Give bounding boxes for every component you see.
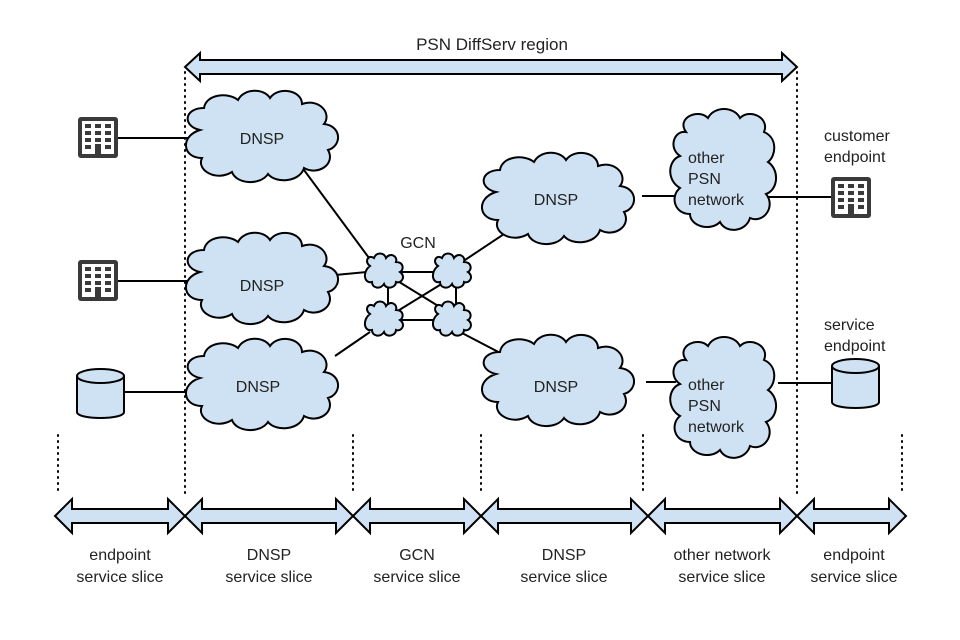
slice-label: endpoint bbox=[89, 547, 151, 564]
slice-label: service slice bbox=[373, 569, 460, 586]
slice-label: DNSP bbox=[542, 547, 586, 564]
cloud-label: PSN bbox=[688, 171, 721, 188]
gcn-label: GCN bbox=[400, 235, 436, 252]
slice-separators bbox=[57, 71, 903, 496]
dnsp-cloud-mid-left: DNSP bbox=[184, 231, 340, 326]
building-icon bbox=[78, 117, 118, 158]
cloud-label: DNSP bbox=[534, 192, 578, 209]
psn-diffserv-region-arrow bbox=[183, 50, 799, 84]
cloud-label: network bbox=[688, 192, 745, 209]
service-endpoint-label: service bbox=[824, 317, 875, 334]
cloud-label: network bbox=[688, 419, 745, 436]
cloud-label: other bbox=[688, 377, 725, 394]
slice-arrow bbox=[479, 496, 650, 536]
slice-label: service slice bbox=[76, 569, 163, 586]
slice-labels: endpoint service slice DNSP service slice GC… bbox=[76, 547, 897, 586]
dnsp-cloud-top-left: DNSP bbox=[184, 89, 340, 184]
slice-label: DNSP bbox=[247, 547, 291, 564]
slice-label: service slice bbox=[678, 569, 765, 586]
link bbox=[303, 169, 373, 263]
slice-arrows bbox=[53, 496, 908, 536]
cloud-label: DNSP bbox=[240, 131, 284, 148]
customer-endpoint-label: customer bbox=[824, 128, 890, 145]
gcn-link bbox=[395, 279, 449, 313]
slice-arrow bbox=[351, 496, 483, 536]
other-psn-cloud-bot: other PSN network bbox=[669, 336, 778, 459]
cloud-label: other bbox=[688, 150, 725, 167]
other-psn-cloud-top: other PSN network bbox=[669, 108, 778, 231]
region-label: PSN DiffServ region bbox=[416, 35, 568, 54]
connections bbox=[118, 137, 832, 393]
slice-label: service slice bbox=[810, 569, 897, 586]
cloud-label: PSN bbox=[688, 398, 721, 415]
dnsp-cloud-bot-left: DNSP bbox=[184, 337, 340, 432]
gcn-node bbox=[363, 252, 404, 289]
building-icon bbox=[78, 260, 118, 301]
slice-arrow bbox=[795, 496, 908, 536]
building-icon bbox=[831, 177, 871, 218]
cloud-label: DNSP bbox=[240, 278, 284, 295]
slice-label: service slice bbox=[520, 569, 607, 586]
gcn-node bbox=[431, 300, 472, 337]
link bbox=[334, 271, 368, 276]
cloud-label: DNSP bbox=[534, 379, 578, 396]
slice-label: endpoint bbox=[823, 547, 885, 564]
slice-label: service slice bbox=[225, 569, 312, 586]
gcn-node bbox=[431, 252, 472, 289]
slice-arrow bbox=[53, 496, 187, 536]
service-endpoint-label: endpoint bbox=[824, 338, 886, 355]
link bbox=[334, 331, 371, 357]
database-icon bbox=[831, 358, 880, 409]
dnsp-cloud-top-right: DNSP bbox=[480, 151, 636, 246]
database-icon bbox=[76, 368, 125, 419]
cloud-label: DNSP bbox=[236, 379, 280, 396]
dnsp-cloud-bot-right: DNSP bbox=[480, 333, 636, 428]
slice-arrow bbox=[183, 496, 355, 536]
gcn-node bbox=[363, 300, 404, 337]
slice-arrow bbox=[646, 496, 799, 536]
slice-label: GCN bbox=[399, 547, 435, 564]
customer-endpoint-label: endpoint bbox=[824, 149, 886, 166]
slice-label: other network bbox=[674, 547, 772, 564]
